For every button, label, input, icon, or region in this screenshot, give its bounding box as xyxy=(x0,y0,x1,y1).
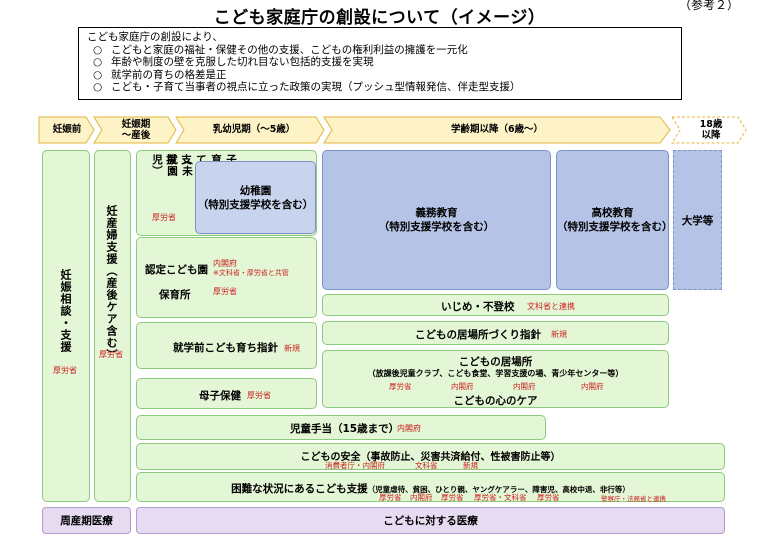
kodomoen-nursery-box: 認定こども園 内閣府 ※文科省・厚労省と共管 保育所 厚労省 xyxy=(136,237,317,318)
childcare-unenrolled-sub: （未就園児） xyxy=(151,154,193,177)
stage-arrow-prepregnancy xyxy=(38,116,95,144)
intro-point: ○こども・子育て当事者の視点に立った政策の実現（プッシュ型情報発信、伴走型支援） xyxy=(93,81,521,94)
stage-prepregnancy: 妊娠前 xyxy=(52,124,82,135)
ibasho-making-label: こどもの居場所づくり指針 xyxy=(415,329,541,341)
page-title: こども家庭庁の創設について（イメージ） xyxy=(213,8,546,28)
ibasho-making-box: こどもの居場所づくり指針 新規 xyxy=(322,321,669,345)
child-safety-ministry-2: 文科省 xyxy=(415,461,438,470)
mental-care-label: こどもの心のケア xyxy=(453,395,538,407)
preschool-guideline-tag: 新規 xyxy=(284,344,300,353)
intro-box: こども家庭庁の創設により、 ○こどもと家庭の福祉・保健その他の支援、こどもの権利… xyxy=(78,27,682,100)
difficult-ministry-3: 厚労省 xyxy=(441,493,464,502)
childcare-unenrolled-ministry: 厚労省 xyxy=(152,213,176,222)
maternal-health-ministry: 厚労省 xyxy=(247,391,271,400)
difficult-ministry-2: 内閣府 xyxy=(410,493,433,502)
ibasho-ministry-1: 厚労省 xyxy=(389,382,412,391)
bullying-box: いじめ・不登校 文科省と連携 xyxy=(322,294,669,316)
pregnancy-consult-label: 妊娠相談・支援 xyxy=(59,269,72,353)
stage-adult: 18歳以降 xyxy=(699,118,723,141)
child-allowance-label: 児童手当（15歳まで） xyxy=(290,423,400,435)
perinatal-medical-box: 周産期医療 xyxy=(42,507,131,534)
stage-arrow-adult xyxy=(671,116,747,144)
difficult-situation-sub: （児童虐待、貧困、ひとり親、ヤングケアラー、障害児、高校中退、非行等） xyxy=(367,485,630,494)
kindergarten-box: 幼稚園 （特別支援学校を含む） xyxy=(195,161,316,234)
child-safety-box: こどもの安全（事故防止、災害共済給付、性被害防止等） 消費者庁・内閣府 文科省 … xyxy=(136,443,725,470)
ibasho-ministry-3: 内閣府 xyxy=(513,382,536,391)
maternal-health-box: 母子保健 厚労省 xyxy=(136,378,317,409)
preschool-guideline-box: 就学前こども育ち指針 新規 xyxy=(136,322,317,369)
childcare-unenrolled-label: 子育て支援 xyxy=(165,154,237,166)
stage-school-age: 学齢期以降（6歳～） xyxy=(450,124,544,135)
preschool-guideline-label: 就学前こども育ち指針 xyxy=(173,342,278,354)
difficult-ministry-1: 厚労省 xyxy=(379,493,402,502)
reference-label: （参考２） xyxy=(678,0,739,12)
intro-lead: こども家庭庁の創設により、 xyxy=(87,31,223,43)
stage-arrow-infancy xyxy=(175,116,325,144)
child-medical-box: こどもに対する医療 xyxy=(136,507,725,534)
maternity-support-ministry: 厚労省 xyxy=(99,350,123,359)
difficult-situation-box: 困難な状況にあるこども支援（児童虐待、貧困、ひとり親、ヤングケアラー、障害児、高… xyxy=(136,472,725,503)
intro-point: ○就学前の育ちの格差是正 xyxy=(93,68,227,81)
maternal-health-label: 母子保健 xyxy=(199,390,241,402)
ibasho-ministry-4: 内閣府 xyxy=(581,382,604,391)
difficult-situation-heading: 困難な状況にあるこども支援（児童虐待、貧困、ひとり親、ヤングケアラー、障害児、高… xyxy=(137,477,724,496)
bullying-note: 文科省と連携 xyxy=(527,302,575,311)
ibasho-making-tag: 新規 xyxy=(551,330,567,339)
stage-pregnancy: 妊娠期～産後 xyxy=(121,118,151,141)
child-safety-label: こどもの安全（事故防止、災害共済給付、性被害防止等） xyxy=(300,452,561,463)
pregnancy-consult-ministry: 厚労省 xyxy=(53,366,77,375)
child-safety-ministry-1: 消費者庁・内閣府 xyxy=(325,461,385,470)
nursery-ministry: 厚労省 xyxy=(213,287,237,296)
certified-ministry: 内閣府 xyxy=(213,259,237,268)
stage-arrow-pregnancy xyxy=(93,116,177,144)
nursery-label: 保育所 xyxy=(159,289,191,301)
ibasho-sub: （放課後児童クラブ、こども食堂、学習支援の場、青少年センター等） xyxy=(367,369,624,378)
maternity-support-label: 妊産婦支援（産後ケア含む） xyxy=(105,205,118,361)
child-allowance-box: 児童手当（15歳まで） 内閣府 xyxy=(136,415,546,440)
ibasho-ministry-2: 内閣府 xyxy=(451,382,474,391)
bullying-label: いじめ・不登校 xyxy=(441,301,515,313)
compulsory-edu-box: 義務教育 （特別支援学校を含む） xyxy=(322,150,551,290)
maternity-support-box: 妊産婦支援（産後ケア含む） 厚労省 xyxy=(94,150,131,502)
intro-point: ○年齢や制度の壁を克服した切れ目ない包括的支援を実現 xyxy=(93,56,374,69)
stage-arrows xyxy=(38,116,747,144)
intro-point: ○こどもと家庭の福祉・保健その他の支援、こどもの権利利益の擁護を一元化 xyxy=(93,43,468,56)
ibasho-title: こどもの居場所 xyxy=(458,356,533,368)
high-school-box: 高校教育 （特別支援学校を含む） xyxy=(556,150,673,290)
stage-arrow-school-age xyxy=(323,116,671,144)
university-box: 大学等 xyxy=(673,150,722,290)
child-safety-tag: 新規 xyxy=(463,461,478,470)
difficult-ministry-4: 厚労省・文科省 xyxy=(474,493,527,502)
pregnancy-consult-box: 妊娠相談・支援 厚労省 xyxy=(42,150,90,502)
ibasho-box: こどもの居場所 （放課後児童クラブ、こども食堂、学習支援の場、青少年センター等）… xyxy=(322,350,669,408)
difficult-situation-title: 困難な状況にあるこども支援 xyxy=(231,483,368,495)
difficult-ministry-6: 警察庁・法務省と連携 xyxy=(601,495,666,503)
certified-kodomoen-label: 認定こども園 xyxy=(145,264,208,276)
difficult-ministry-5: 厚労省 xyxy=(537,493,560,502)
certified-note: ※文科省・厚労省と共管 xyxy=(213,269,289,277)
stage-infancy: 乳幼児期（～5歳） xyxy=(212,124,296,135)
child-allowance-ministry: 内閣府 xyxy=(397,424,421,433)
